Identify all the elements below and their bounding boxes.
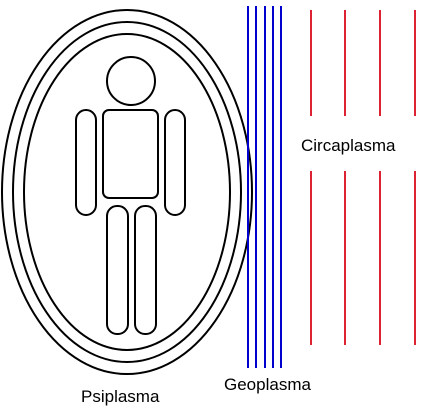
- psiplasma-label: Psiplasma: [81, 387, 160, 406]
- circaplasma-label: Circaplasma: [301, 136, 396, 155]
- figure-left-leg: [107, 206, 128, 334]
- figure-left-arm: [76, 110, 96, 215]
- figure-right-arm: [165, 110, 185, 215]
- human-figure: [76, 57, 185, 334]
- figure-head: [107, 57, 155, 105]
- figure-right-leg: [135, 206, 156, 334]
- circaplasma-lines: [311, 10, 415, 345]
- figure-torso: [103, 110, 158, 198]
- geoplasma-label: Geoplasma: [224, 375, 311, 394]
